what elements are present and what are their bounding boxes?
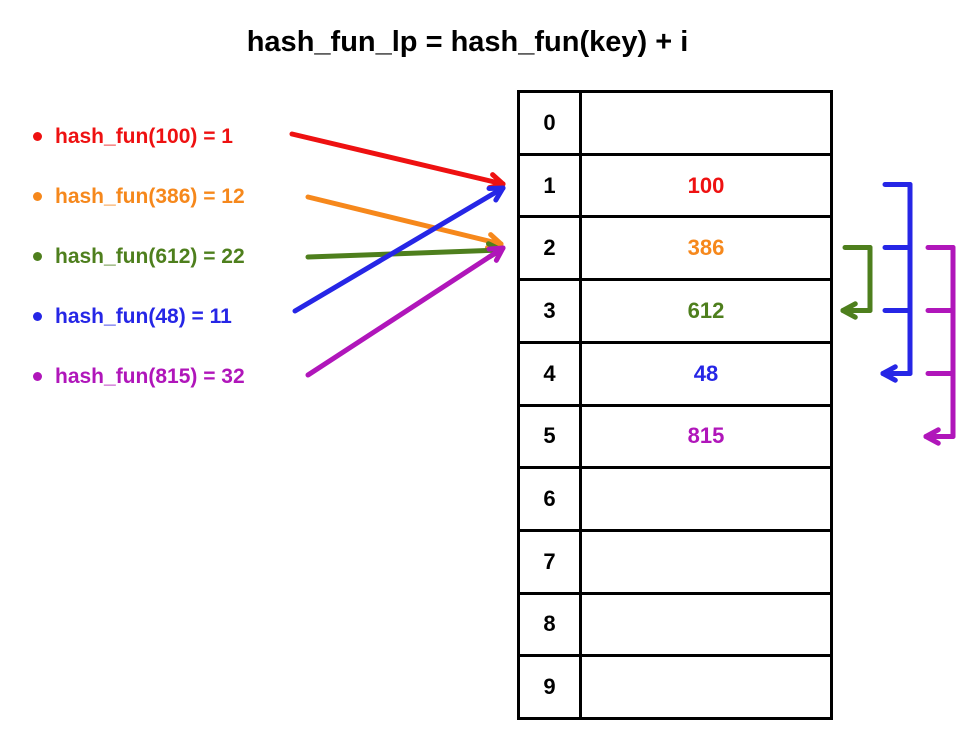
page-title: hash_fun_lp = hash_fun(key) + i bbox=[246, 26, 689, 58]
hash-function-item: hash_fun(612) = 22 bbox=[33, 242, 245, 271]
table-value-cell bbox=[582, 93, 830, 153]
table-row: 0 bbox=[520, 93, 830, 156]
table-row: 6 bbox=[520, 469, 830, 532]
hash-function-item: hash_fun(815) = 32 bbox=[33, 362, 245, 391]
bullet-dot-icon bbox=[33, 372, 42, 381]
table-index-cell: 6 bbox=[520, 469, 582, 529]
table-index-cell: 0 bbox=[520, 93, 582, 153]
table-row: 2 386 bbox=[520, 218, 830, 282]
table-index-cell: 7 bbox=[520, 531, 582, 592]
hash-function-label: hash_fun(386) = 12 bbox=[55, 184, 245, 208]
table-row: 8 bbox=[520, 594, 830, 658]
bullet-dot-icon bbox=[33, 192, 42, 201]
table-row: 7 bbox=[520, 531, 830, 595]
table-row: 3 612 bbox=[520, 281, 830, 344]
table-index-cell: 3 bbox=[520, 281, 582, 341]
hash-function-label: hash_fun(48) = 11 bbox=[55, 304, 232, 328]
table-index-cell: 4 bbox=[520, 343, 582, 404]
table-row: 9 bbox=[520, 657, 830, 718]
table-value-cell bbox=[582, 532, 830, 592]
hash-function-label: hash_fun(612) = 22 bbox=[55, 244, 245, 268]
table-value-cell: 815 bbox=[687, 423, 725, 449]
table-value-cell: 48 bbox=[693, 360, 719, 386]
table-value-cell bbox=[582, 657, 830, 717]
table-row: 5 815 bbox=[520, 406, 830, 470]
table-value-cell bbox=[582, 595, 830, 655]
hash-function-item: hash_fun(100) = 1 bbox=[33, 122, 245, 151]
hash-function-item: hash_fun(386) = 12 bbox=[33, 182, 245, 211]
table-index-cell: 2 bbox=[520, 218, 582, 279]
table-value-cell: 386 bbox=[687, 235, 725, 261]
table-index-cell: 8 bbox=[520, 594, 582, 655]
bullet-dot-icon bbox=[33, 132, 42, 141]
bullet-dot-icon bbox=[33, 312, 42, 321]
hash-function-item: hash_fun(48) = 11 bbox=[33, 302, 245, 331]
table-index-cell: 9 bbox=[520, 657, 582, 718]
table-value-cell bbox=[582, 469, 830, 529]
table-value-cell: 100 bbox=[687, 172, 725, 198]
table-row: 4 48 bbox=[520, 343, 830, 407]
table-index-cell: 5 bbox=[520, 406, 582, 467]
bullet-dot-icon bbox=[33, 252, 42, 261]
hash-function-label: hash_fun(100) = 1 bbox=[55, 124, 233, 148]
table-value-cell: 612 bbox=[687, 297, 725, 323]
hash-function-list: hash_fun(100) = 1 hash_fun(386) = 12 hash_… bbox=[33, 122, 245, 391]
table-index-cell: 1 bbox=[520, 155, 582, 216]
table-row: 1 100 bbox=[520, 155, 830, 219]
hash-function-label: hash_fun(815) = 32 bbox=[55, 364, 245, 388]
